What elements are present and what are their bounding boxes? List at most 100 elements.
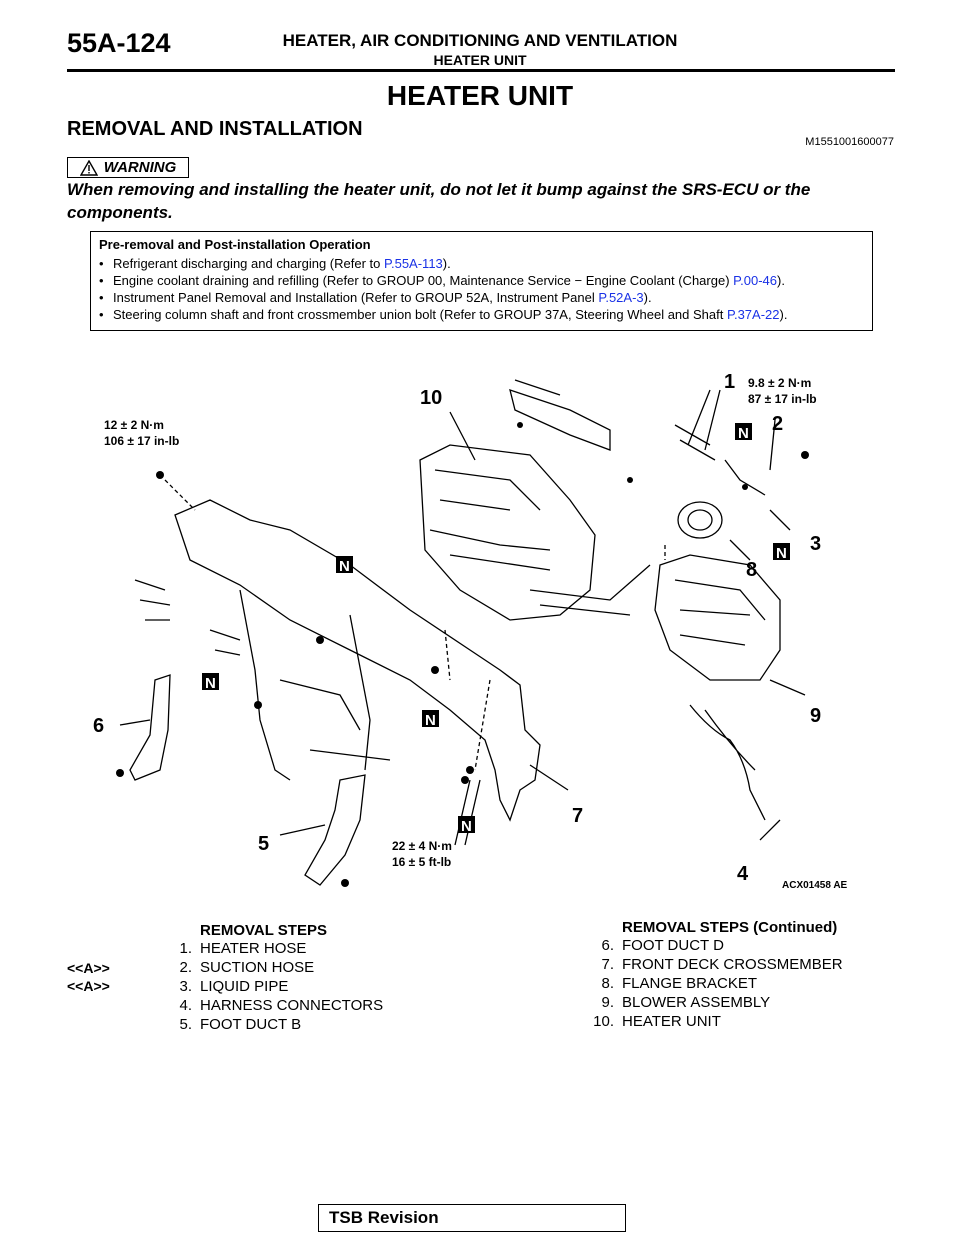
bullet-icon: • <box>99 307 104 322</box>
removal-step-item: 1. HEATER HOSE <box>179 940 307 957</box>
pre-removal-item: • Refrigerant discharging and charging (… <box>99 255 864 272</box>
removal-step-item: 7. FRONT DECK CROSSMEMBER <box>601 956 843 973</box>
removal-step-item: 9. BLOWER ASSEMBLY <box>601 994 771 1011</box>
blower-assembly-drawing <box>654 554 781 681</box>
pre-removal-item-text: Steering column shaft and front crossmem… <box>113 307 727 322</box>
callout-8: 8 <box>746 559 757 581</box>
warning-label-text: WARNING <box>103 159 177 176</box>
callout-6: 6 <box>93 715 104 737</box>
step-number: 5. <box>179 1016 192 1033</box>
torque-label-12-inlb: 106 ± 17 in-lb <box>104 434 179 448</box>
torque-label-9-8-inlb: 87 ± 17 in-lb <box>748 392 817 406</box>
pre-removal-box: Pre-removal and Post-installation Operat… <box>90 231 873 331</box>
subsection-title: REMOVAL AND INSTALLATION <box>67 118 363 140</box>
pre-removal-item-text: Refrigerant discharging and charging (Re… <box>113 256 384 271</box>
removal-step-item: 5. FOOT DUCT B <box>179 1016 302 1033</box>
torque-label-9-8: 9.8 ± 2 N·m <box>748 376 811 390</box>
callout-3: 3 <box>810 533 821 555</box>
figure-code: ACX01458 AE <box>782 880 848 891</box>
svg-text:N: N <box>205 675 216 692</box>
step-number: 4. <box>179 997 192 1014</box>
torque-label-22: 22 ± 4 N·m <box>392 839 452 853</box>
bullet-icon: • <box>99 273 104 288</box>
pre-removal-item-tail: ). <box>779 307 788 322</box>
callout-1: 1 <box>724 371 735 393</box>
pre-removal-item: • Steering column shaft and front crossm… <box>99 306 864 323</box>
step-number: 9. <box>601 994 614 1011</box>
n-marker-icon: N <box>735 423 752 442</box>
step-mark: <<A>> <box>67 978 110 994</box>
step-label: LIQUID PIPE <box>200 978 289 995</box>
front-deck-crossmember-drawing <box>174 499 541 822</box>
chapter-title: HEATER, AIR CONDITIONING AND VENTILATION <box>282 31 678 50</box>
step-label: HEATER UNIT <box>622 1013 721 1030</box>
page-number: 55A-124 <box>67 28 171 58</box>
warning-label: WARNING <box>67 157 189 178</box>
document-code: M1551001600077 <box>805 136 894 148</box>
pre-removal-item-text: Instrument Panel Removal and Installatio… <box>113 290 599 305</box>
n-marker-icon: N <box>336 556 353 575</box>
heater-unit-drawing <box>419 444 596 621</box>
chapter-subtitle: HEATER UNIT <box>433 52 527 68</box>
callout-5: 5 <box>258 833 269 855</box>
pre-removal-item-tail: ). <box>643 290 652 305</box>
removal-step-item: 10.HEATER UNIT <box>593 1013 721 1030</box>
pre-removal-item: • Instrument Panel Removal and Installat… <box>99 289 864 306</box>
step-number: 3. <box>179 978 192 995</box>
removal-step-item: 6. FOOT DUCT D <box>601 937 724 954</box>
torque-label-12: 12 ± 2 N·m <box>104 418 164 432</box>
pre-removal-item-text: Engine coolant draining and refilling (R… <box>113 273 734 288</box>
heater-unit-illustration: 12 ± 2 N·m 106 ± 17 in-lb 9.8 ± 2 N·m 87… <box>93 371 848 891</box>
step-label: FLANGE BRACKET <box>622 975 758 992</box>
callout-10: 10 <box>420 387 442 409</box>
pre-removal-item-tail: ). <box>777 273 785 288</box>
step-number: 6. <box>601 937 614 954</box>
step-label: SUCTION HOSE <box>200 959 315 976</box>
step-label: FOOT DUCT D <box>622 937 724 954</box>
step-label: BLOWER ASSEMBLY <box>622 994 771 1011</box>
svg-text:N: N <box>776 545 787 562</box>
step-label: HARNESS CONNECTORS <box>200 997 384 1014</box>
removal-step-item: 8. FLANGE BRACKET <box>601 975 758 992</box>
callout-2: 2 <box>772 413 783 435</box>
n-marker-icon: N <box>773 543 790 562</box>
removal-step-item: 3. LIQUID PIPE <box>179 978 289 995</box>
n-marker-icon: N <box>202 673 219 692</box>
foot-duct-d-drawing <box>129 674 171 781</box>
removal-steps-title: REMOVAL STEPS <box>200 922 327 939</box>
step-number: 8. <box>601 975 614 992</box>
pre-removal-item: • Engine coolant draining and refilling … <box>99 272 864 289</box>
warning-triangle-icon <box>79 159 98 176</box>
removal-step-item: 2. SUCTION HOSE <box>179 959 315 976</box>
svg-text:N: N <box>425 712 436 729</box>
step-mark: <<A>> <box>67 960 110 976</box>
harness-drawing <box>689 704 766 821</box>
page-reference-link[interactable]: P.55A-113 <box>383 256 443 271</box>
section-title: HEATER UNIT <box>386 80 574 111</box>
page-reference-link[interactable]: P.37A-22 <box>726 307 780 322</box>
step-label: HEATER HOSE <box>200 940 307 957</box>
exploded-view-figure: 12 ± 2 N·m 106 ± 17 in-lb 9.8 ± 2 N·m 87… <box>90 350 870 895</box>
tsb-revision-box: TSB Revision <box>318 1204 626 1232</box>
n-marker-icon: N <box>422 710 439 729</box>
svg-text:N: N <box>738 425 749 442</box>
callout-7: 7 <box>572 805 583 827</box>
step-label: FOOT DUCT B <box>200 1016 302 1033</box>
warning-text: When removing and installing the heater … <box>67 180 811 222</box>
step-label: FRONT DECK CROSSMEMBER <box>622 956 843 973</box>
foot-duct-b-drawing <box>304 774 366 886</box>
step-number: 7. <box>601 956 614 973</box>
page-reference-link[interactable]: P.00-46 <box>733 273 777 288</box>
step-number: 2. <box>179 959 192 976</box>
step-number: 1. <box>179 940 192 957</box>
svg-text:N: N <box>339 558 350 575</box>
bullet-icon: • <box>99 290 104 305</box>
removal-step-item: 4. HARNESS CONNECTORS <box>179 997 384 1014</box>
torque-label-22-ftlb: 16 ± 5 ft-lb <box>392 855 451 869</box>
callout-4: 4 <box>737 863 749 885</box>
pre-removal-item-tail: ). <box>442 256 451 271</box>
n-marker-icon: N <box>458 816 475 835</box>
pre-removal-title: Pre-removal and Post-installation Operat… <box>99 237 371 252</box>
page-reference-link[interactable]: P.52A-3 <box>598 290 644 305</box>
header-rule <box>67 69 895 72</box>
